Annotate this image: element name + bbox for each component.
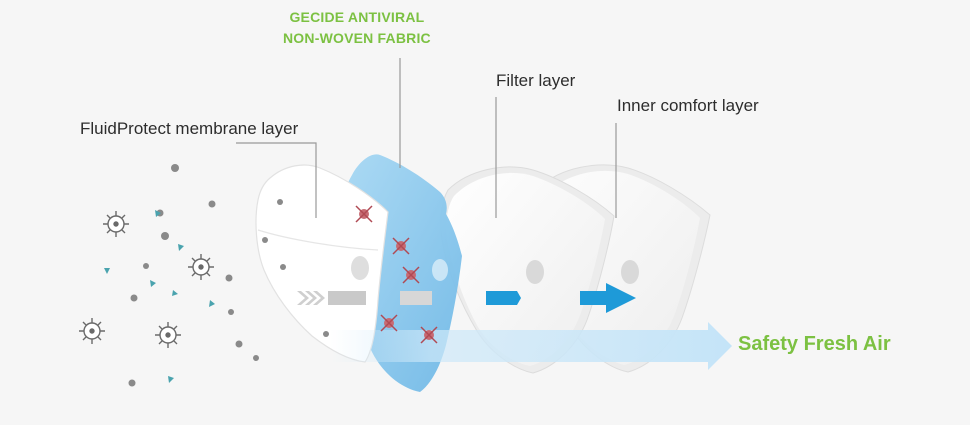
crossed-virus-icon [392, 237, 410, 255]
particle-icon [171, 164, 179, 172]
particle-icon [208, 200, 216, 208]
crossed-virus-icon [402, 266, 420, 284]
particle-icon [225, 274, 233, 282]
particle-icon [209, 300, 215, 307]
airflow-arrow-icon [486, 291, 521, 305]
virus-icon [155, 322, 181, 348]
small-particles [128, 164, 329, 387]
particle-icon [128, 379, 136, 387]
virus-icon [79, 318, 105, 344]
particle-icon [161, 232, 169, 240]
blocked-viruses [355, 205, 438, 344]
particle-icon [235, 340, 243, 348]
particle-icon [178, 244, 184, 251]
particle-icon [104, 268, 110, 274]
particle-icon [168, 376, 174, 383]
virus-icon [188, 254, 214, 280]
crossed-virus-icon [380, 314, 398, 332]
safety-fresh-air-label: Safety Fresh Air [738, 333, 891, 355]
particle-icon [143, 263, 149, 269]
airflow-arrow-icon [297, 291, 366, 305]
gecide-label-line2: NON-WOVEN FABRIC [283, 30, 431, 46]
fluidprotect-layer [255, 164, 389, 363]
particle-icon [130, 294, 138, 302]
particle-icon [228, 309, 234, 315]
airflow-arrows [297, 283, 636, 313]
crossed-virus-icon [355, 205, 373, 223]
particle-icon [253, 355, 259, 361]
filter-layer-label: Filter layer [496, 71, 576, 90]
particle-icon [280, 264, 286, 270]
particle-icon [262, 237, 268, 243]
virus-particles [79, 211, 214, 348]
gecide-label-line1: GECIDE ANTIVIRAL [289, 9, 425, 25]
particle-icon [150, 280, 156, 287]
particle-icon [155, 210, 161, 217]
particle-icon [323, 331, 329, 337]
crossed-virus-icon [420, 326, 438, 344]
gecide-label: GECIDE ANTIVIRAL NON-WOVEN FABRIC [283, 7, 431, 49]
inner-comfort-layer-label: Inner comfort layer [617, 96, 759, 115]
fluidprotect-layer-label: FluidProtect membrane layer [80, 119, 299, 138]
airflow-arrow-icon [580, 283, 636, 313]
virus-icon [103, 211, 129, 237]
particle-icon [277, 199, 283, 205]
airflow-arrow-icon [400, 291, 432, 305]
particle-icon [172, 290, 178, 296]
leader-lines [236, 58, 617, 218]
teal-particles [104, 210, 215, 383]
filter-layer [440, 166, 615, 374]
